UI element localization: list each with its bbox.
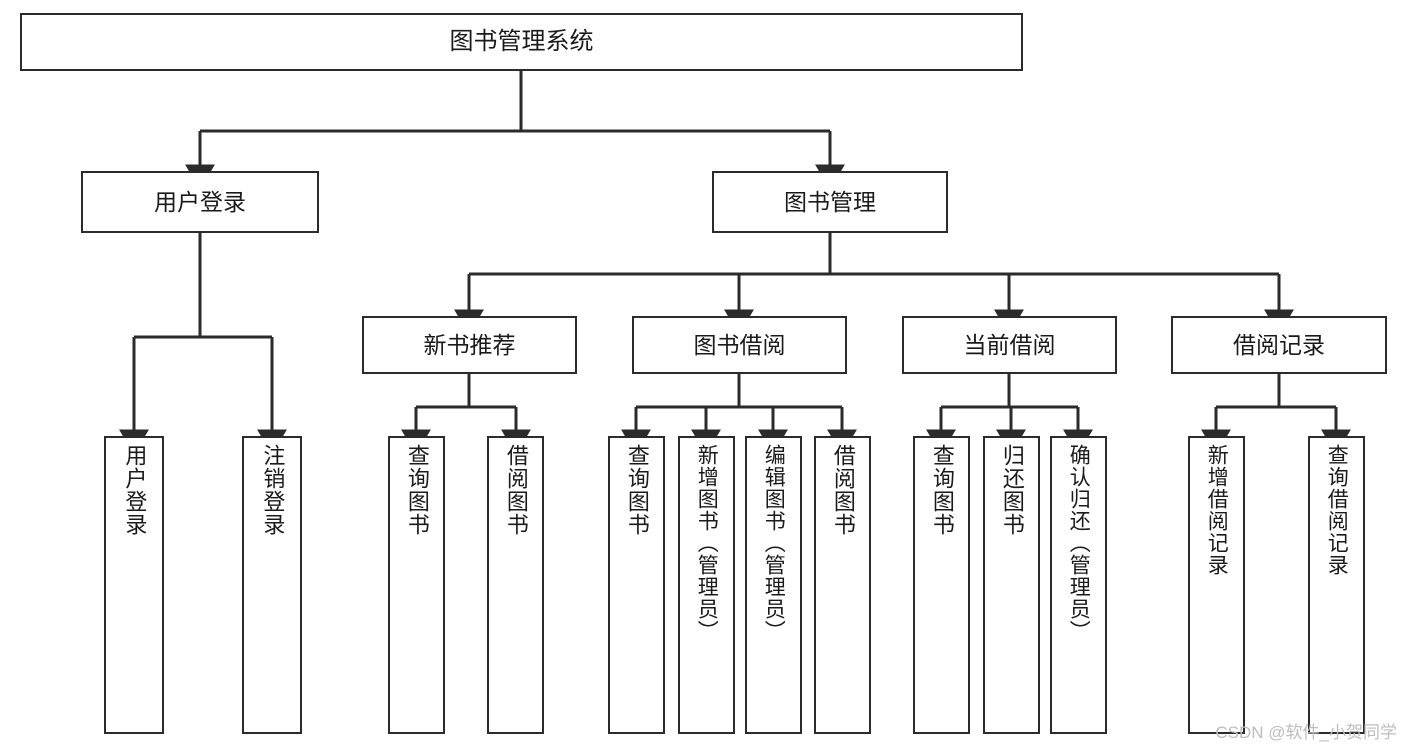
node-leaf-borrow-book-2-label: 借阅图书 <box>830 444 856 536</box>
node-root[interactable]: 图书管理系统 <box>20 13 1023 71</box>
node-leaf-add-book[interactable]: 新增图书（管理员） <box>678 436 735 734</box>
node-book-manage[interactable]: 图书管理 <box>712 171 948 233</box>
node-user-login[interactable]: 用户登录 <box>81 171 319 233</box>
node-current-borrow[interactable]: 当前借阅 <box>902 316 1117 374</box>
node-leaf-query-book-2[interactable]: 查询图书 <box>608 436 665 734</box>
node-user-login-label: 用户登录 <box>154 188 246 215</box>
node-leaf-borrow-book-1[interactable]: 借阅图书 <box>487 436 544 734</box>
node-leaf-add-record[interactable]: 新增借阅记录 <box>1188 436 1245 734</box>
node-borrow-record-label: 借阅记录 <box>1233 331 1325 358</box>
node-leaf-add-book-label: 新增图书（管理员） <box>695 444 719 642</box>
node-leaf-query-book-3-label: 查询图书 <box>929 444 955 536</box>
node-leaf-query-book-3[interactable]: 查询图书 <box>913 436 970 734</box>
node-root-label: 图书管理系统 <box>449 28 594 56</box>
node-leaf-query-book-1[interactable]: 查询图书 <box>388 436 445 734</box>
node-leaf-user-logout[interactable]: 注销登录 <box>242 436 302 734</box>
node-leaf-edit-book-label: 编辑图书（管理员） <box>762 444 786 642</box>
node-leaf-confirm-return[interactable]: 确认归还（管理员） <box>1050 436 1107 734</box>
node-book-borrow-label: 图书借阅 <box>693 331 786 358</box>
node-leaf-query-book-1-label: 查询图书 <box>404 444 430 536</box>
node-leaf-return-book[interactable]: 归还图书 <box>983 436 1040 734</box>
node-leaf-return-book-label: 归还图书 <box>999 444 1025 536</box>
node-leaf-confirm-return-label: 确认归还（管理员） <box>1067 444 1091 642</box>
node-current-borrow-label: 当前借阅 <box>963 331 1056 358</box>
node-leaf-edit-book[interactable]: 编辑图书（管理员） <box>745 436 802 734</box>
node-leaf-user-login-label: 用户登录 <box>122 444 148 536</box>
node-leaf-borrow-book-1-label: 借阅图书 <box>503 444 529 536</box>
node-leaf-query-book-2-label: 查询图书 <box>624 444 650 536</box>
node-new-book-rec[interactable]: 新书推荐 <box>362 316 577 374</box>
node-leaf-query-record[interactable]: 查询借阅记录 <box>1308 436 1365 734</box>
node-borrow-record[interactable]: 借阅记录 <box>1171 316 1387 374</box>
node-new-book-rec-label: 新书推荐 <box>423 331 516 358</box>
node-leaf-user-logout-label: 注销登录 <box>260 444 286 536</box>
node-leaf-query-record-label: 查询借阅记录 <box>1325 444 1349 576</box>
node-book-manage-label: 图书管理 <box>784 188 876 215</box>
node-leaf-borrow-book-2[interactable]: 借阅图书 <box>814 436 871 734</box>
node-leaf-user-login[interactable]: 用户登录 <box>104 436 164 734</box>
node-book-borrow[interactable]: 图书借阅 <box>632 316 847 374</box>
node-leaf-add-record-label: 新增借阅记录 <box>1205 444 1229 576</box>
